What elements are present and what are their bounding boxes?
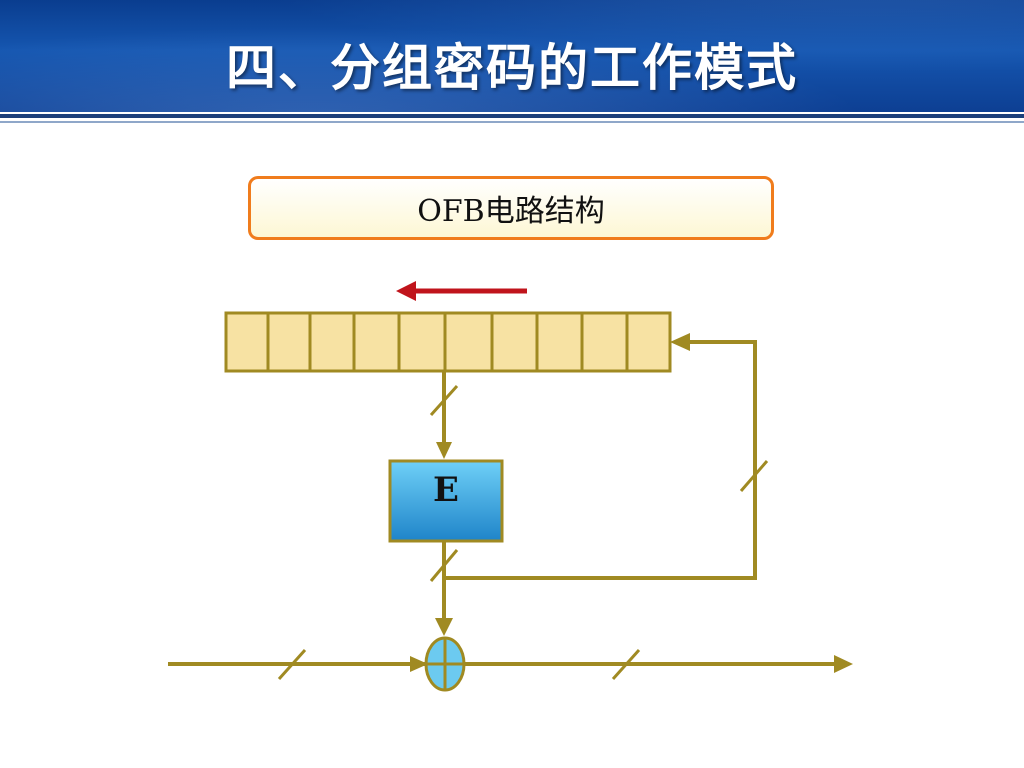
encrypt-to-xor-line [429,541,459,636]
register-cell [443,311,494,373]
xor-symbol [424,636,466,692]
caption-box: OFB电路结构 [248,176,774,240]
title-bar: 四、分组密码的工作模式 [0,0,1024,112]
slide-title: 四、分组密码的工作模式 [226,39,798,97]
data-line [168,648,853,681]
register-cell [490,311,539,373]
shift-register [224,311,672,373]
header-divider [0,114,1024,118]
register-cell [266,311,312,373]
register-cell [308,311,356,373]
register-to-encrypt-line [429,371,459,459]
register-cell [535,311,584,373]
register-cell [352,311,401,373]
header-divider-thin [0,121,1024,123]
register-cell [397,311,447,373]
shift-arrow [396,281,527,301]
register-cell [625,311,672,373]
feedback-path [444,333,769,580]
register-cell [580,311,629,373]
encrypt-block-label: E [433,470,459,510]
register-cell [224,311,270,373]
caption-text: OFB电路结构 [417,194,605,229]
